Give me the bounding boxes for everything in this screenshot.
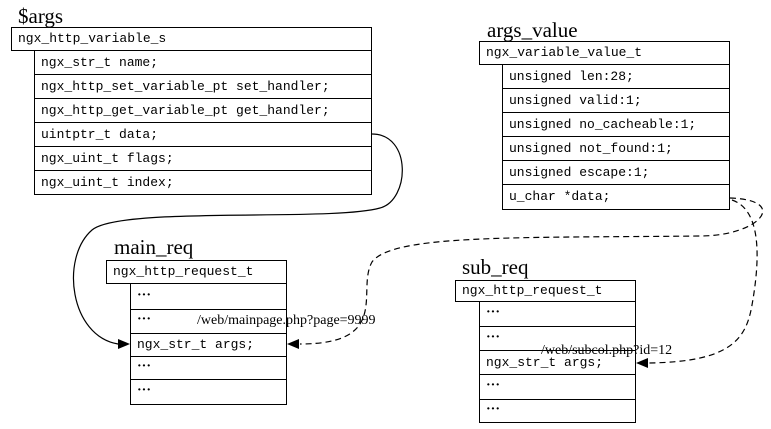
args-value-struct-header: ngx_variable_value_t xyxy=(479,41,730,65)
main-req-struct-header: ngx_http_request_t xyxy=(106,260,287,284)
args-field-index: ngx_uint_t index; xyxy=(34,170,372,195)
args-field-data: uintptr_t data; xyxy=(34,122,372,147)
args-dashed-arrowhead xyxy=(287,339,299,349)
sub-req-field-ellipsis-4: ··· xyxy=(479,399,636,423)
args-field-flags: ngx_uint_t flags; xyxy=(34,146,372,171)
sub-req-args-dashed-connector xyxy=(647,199,758,364)
main-req-title: main_req xyxy=(114,235,194,259)
sub-req-field-ellipsis-1: ··· xyxy=(479,301,636,327)
sub-args-dashed-arrowhead xyxy=(636,358,648,368)
main-req-args-value: /web/mainpage.php?page=9999 xyxy=(197,313,376,328)
args-value-field-no-cacheable: unsigned no_cacheable:1; xyxy=(502,112,730,137)
main-req-args-dashed-connector xyxy=(299,197,764,345)
args-field-get-handler: ngx_http_get_variable_pt get_handler; xyxy=(34,98,372,123)
args-value-title: args_value xyxy=(487,18,578,42)
args-value-field-data: u_char *data; xyxy=(502,184,730,210)
args-value-field-not-found: unsigned not_found:1; xyxy=(502,136,730,161)
main-req-args-arrowhead xyxy=(118,339,130,349)
main-req-field-ellipsis-4: ··· xyxy=(130,379,287,405)
main-req-field-ellipsis-2: ··· xyxy=(130,309,287,334)
args-value-field-len: unsigned len:28; xyxy=(502,64,730,89)
sub-req-title: sub_req xyxy=(462,255,529,279)
main-req-field-ellipsis-3: ··· xyxy=(130,356,287,380)
args-title: $args xyxy=(18,4,64,28)
sub-req-args-value: /web/subcol.php?id=12 xyxy=(541,343,673,358)
main-req-field-ellipsis-1: ··· xyxy=(130,283,287,310)
data-pointer-connector xyxy=(73,133,403,345)
args-field-name: ngx_str_t name; xyxy=(34,50,372,75)
